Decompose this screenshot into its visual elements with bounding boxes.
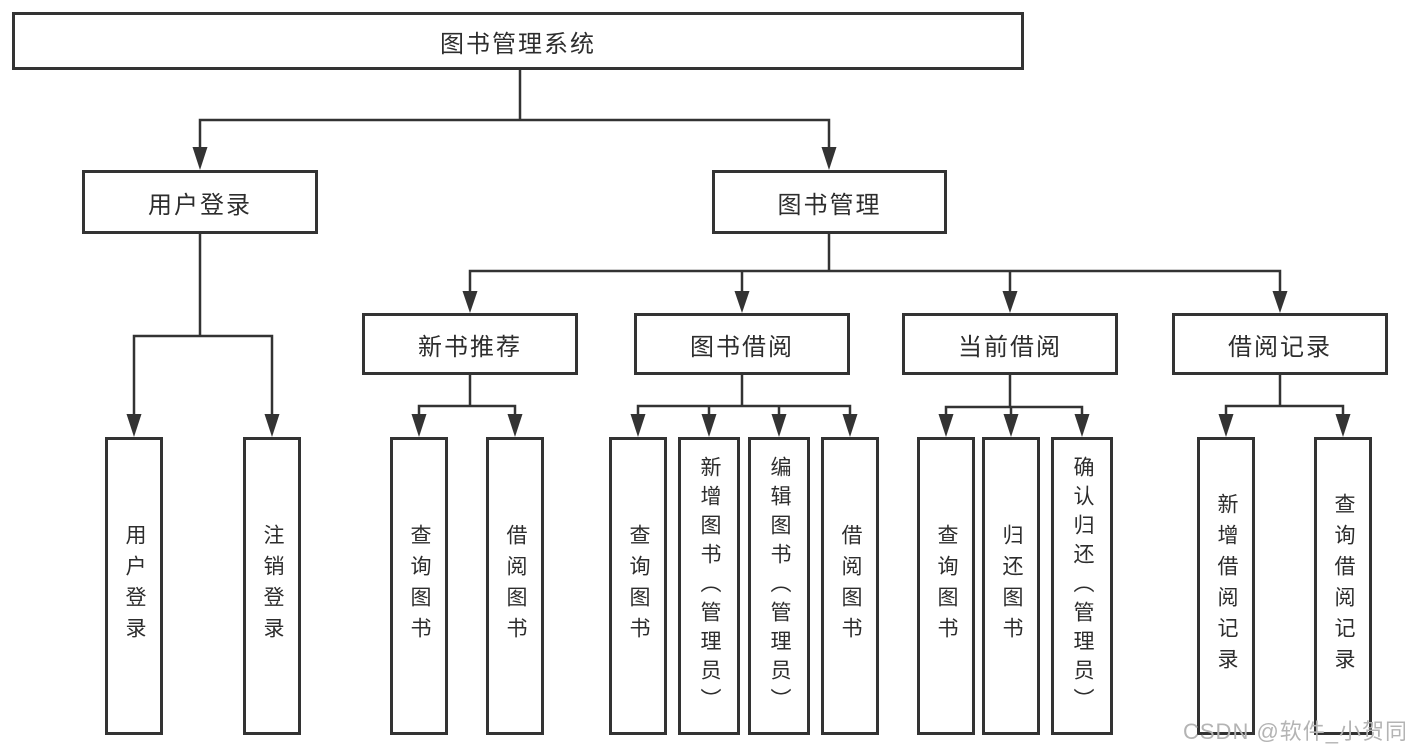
leaf-confirm-return-admin: 确认归还（管理员）	[1051, 437, 1113, 735]
leaf-borrow-books: 借阅图书	[821, 437, 879, 735]
arrowhead	[1074, 414, 1090, 437]
arrowhead	[126, 414, 142, 437]
arrowhead	[411, 414, 427, 437]
connector-new-book-children	[417, 373, 517, 419]
leaf-return-books: 归还图书	[982, 437, 1040, 735]
arrowhead	[771, 414, 787, 437]
arrowhead	[701, 414, 717, 437]
arrowhead	[938, 414, 954, 437]
arrowhead	[1272, 291, 1288, 313]
connector-root-to-level2	[198, 68, 831, 151]
arrowhead	[630, 414, 646, 437]
arrowhead	[1335, 414, 1351, 437]
node-user-login: 用户登录	[82, 170, 318, 234]
node-new-book-recommend: 新书推荐	[362, 313, 578, 375]
arrowhead	[821, 147, 837, 170]
leaf-query-borrow-record: 查询借阅记录	[1314, 437, 1372, 735]
arrowhead	[192, 147, 208, 170]
arrowhead	[264, 414, 280, 437]
arrowhead	[462, 291, 478, 313]
arrowhead	[842, 414, 858, 437]
node-library-management-system: 图书管理系统	[12, 12, 1024, 70]
connector-records-children	[1224, 373, 1345, 419]
leaf-query-books: 查询图书	[917, 437, 975, 735]
leaf-add-borrow-record: 新增借阅记录	[1197, 437, 1255, 735]
connector-book-borrow-children	[636, 373, 852, 419]
connector-book-mgmt-to-level3	[468, 232, 1282, 295]
leaf-add-books-admin: 新增图书（管理员）	[678, 437, 740, 735]
leaf-edit-books-admin: 编辑图书（管理员）	[748, 437, 810, 735]
arrowhead	[507, 414, 523, 437]
arrowhead	[1002, 291, 1018, 313]
node-borrow-records: 借阅记录	[1172, 313, 1388, 375]
csdn-watermark: CSDN @软件_小贺同学	[1183, 719, 1405, 744]
arrowhead	[734, 291, 750, 313]
node-book-management: 图书管理	[712, 170, 947, 234]
leaf-logout: 注销登录	[243, 437, 301, 735]
leaf-user-login: 用户登录	[105, 437, 163, 735]
connector-user-login-children	[132, 232, 274, 418]
node-book-borrowing: 图书借阅	[634, 313, 850, 375]
arrowhead	[1218, 414, 1234, 437]
arrowhead	[1003, 414, 1019, 437]
connector-current-borrow-children	[944, 373, 1084, 419]
node-current-borrowing: 当前借阅	[902, 313, 1118, 375]
leaf-query-books: 查询图书	[390, 437, 448, 735]
leaf-query-books: 查询图书	[609, 437, 667, 735]
leaf-borrow-books: 借阅图书	[486, 437, 544, 735]
